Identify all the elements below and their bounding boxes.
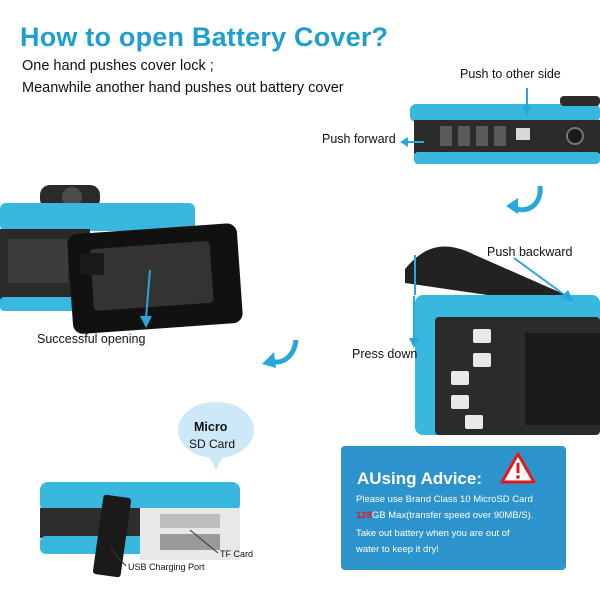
- curved-arrow-icon: [506, 185, 543, 214]
- arrow-down-icon: [522, 88, 532, 116]
- camera-card-slot-photo: [40, 482, 240, 578]
- micro-sd-bubble: [178, 402, 254, 470]
- label-successful-opening: Successful opening: [37, 332, 146, 346]
- advice-line-2-rest: GB Max(transfer speed over 90MB/S).: [371, 510, 534, 521]
- warning-icon: [500, 452, 536, 484]
- advice-box: [341, 446, 566, 570]
- curved-arrow-left-icon: [262, 339, 299, 368]
- page-title: How to open Battery Cover?: [20, 22, 389, 52]
- label-push-forward: Push forward: [322, 132, 396, 146]
- label-push-other-side: Push to other side: [460, 67, 561, 81]
- advice-title: AUsing Advice:: [357, 469, 483, 488]
- arrow-left-icon: [400, 137, 424, 147]
- label-press-down: Press down: [352, 347, 418, 361]
- arrow-down-press-icon: [409, 296, 419, 348]
- arrow-diagonal-icon: [513, 257, 574, 302]
- instruction-line-1: One hand pushes cover lock ;: [22, 58, 214, 74]
- camera-back-screen-photo: [405, 246, 600, 435]
- micro-sd-title: Micro: [194, 420, 228, 434]
- micro-sd-subtitle: SD Card: [189, 437, 236, 451]
- advice-capacity: 128: [356, 510, 372, 521]
- label-push-backward: Push backward: [487, 245, 573, 259]
- arrow-opening-icon: [140, 269, 152, 328]
- label-tf-card: TF Card: [220, 549, 254, 559]
- advice-line-1: Please use Brand Class 10 MicroSD Card: [356, 494, 533, 505]
- label-usb-port: USB Charging Port: [128, 562, 205, 572]
- camera-open-cover-photo: [0, 185, 243, 334]
- advice-line-2: 128GB Max(transfer speed over 90MB/S).: [356, 510, 533, 521]
- camera-bottom-photo: [410, 96, 600, 164]
- advice-line-3: Take out battery when you are out of: [356, 528, 510, 539]
- instruction-line-2: Meanwhile another hand pushes out batter…: [22, 80, 344, 96]
- advice-line-4: water to keep it dry!: [356, 544, 439, 555]
